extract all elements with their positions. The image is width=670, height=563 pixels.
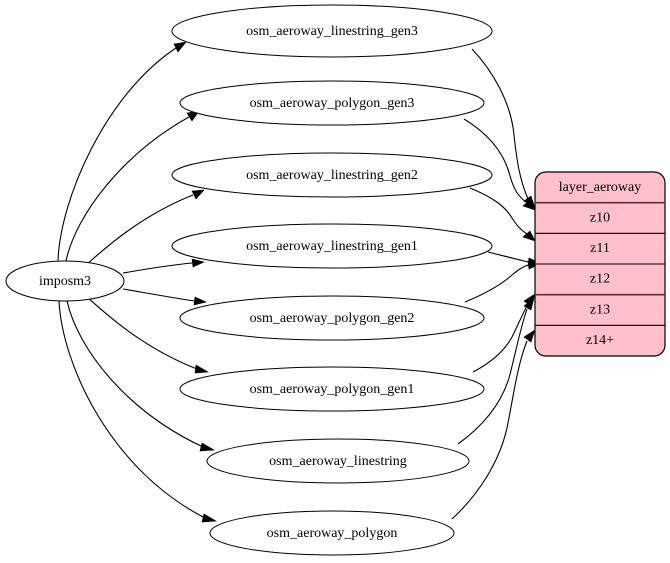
- edge-imposm3-to-linestring-gen3: [57, 41, 187, 262]
- edge-linestring-gen2-to-z11: [469, 187, 536, 242]
- node-ellipse-shape[interactable]: [179, 80, 485, 126]
- edge-group-source-to-nodes: [57, 41, 217, 523]
- edge-imposm3-to-linestring-gen1: [122, 258, 205, 274]
- node-label-linestring-gen1: osm_aeroway_linestring_gen1: [246, 239, 418, 254]
- node-label-polygon-gen1: osm_aeroway_polygon_gen1: [250, 382, 415, 397]
- edge-linestring-to-z13: [457, 297, 535, 445]
- node-label-polygon: osm_aeroway_polygon: [267, 526, 398, 541]
- table-row-z12-label[interactable]: z12: [590, 272, 610, 287]
- node-osm-aeroway-linestring-gen3[interactable]: osm_aeroway_linestring_gen3: [171, 4, 493, 58]
- node-osm-aeroway-polygon-gen2[interactable]: osm_aeroway_polygon_gen2: [179, 295, 485, 341]
- edge-group-nodes-to-table: [451, 48, 541, 520]
- node-label-polygon-gen3: osm_aeroway_polygon_gen3: [250, 96, 415, 111]
- edge-imposm3-to-polygon: [58, 300, 217, 523]
- edge-imposm3-to-polygon-gen1: [86, 296, 209, 374]
- node-imposm3-label: imposm3: [39, 274, 91, 289]
- node-label-polygon-gen2: osm_aeroway_polygon_gen2: [250, 311, 415, 326]
- node-ellipse-shape[interactable]: [171, 152, 493, 198]
- node-label-linestring: osm_aeroway_linestring: [269, 454, 407, 469]
- node-osm-aeroway-linestring-gen2[interactable]: osm_aeroway_linestring_gen2: [171, 152, 493, 198]
- edge-polygon-gen3-to-z10: [463, 118, 536, 211]
- node-osm-aeroway-polygon[interactable]: osm_aeroway_polygon: [209, 510, 455, 556]
- edge-imposm3-to-linestring-gen2: [85, 189, 205, 266]
- edge-imposm3-to-polygon-gen3: [65, 110, 200, 262]
- node-imposm3[interactable]: imposm3: [5, 260, 125, 302]
- edge-polygon-to-z14: [451, 329, 536, 520]
- node-imposm3-ellipse[interactable]: [5, 260, 125, 302]
- node-layer-aeroway-table[interactable]: layer_aeroway z10 z11 z12 z13 z14+: [534, 171, 666, 357]
- table-row-z13-label[interactable]: z13: [590, 303, 610, 318]
- node-label-linestring-gen2: osm_aeroway_linestring_gen2: [246, 168, 418, 183]
- node-ellipse-shape[interactable]: [171, 4, 493, 58]
- edge-imposm3-to-polygon-gen2: [122, 288, 207, 306]
- node-ellipse-shape[interactable]: [171, 223, 493, 269]
- edge-linestring-gen3-to-z10: [471, 48, 536, 209]
- table-row-z11-label[interactable]: z11: [590, 241, 610, 256]
- node-label-linestring-gen3: osm_aeroway_linestring_gen3: [246, 24, 418, 39]
- node-ellipse-shape[interactable]: [206, 438, 470, 484]
- edge-imposm3-to-linestring: [66, 300, 215, 452]
- node-ellipse-shape[interactable]: [209, 510, 455, 556]
- node-osm-aeroway-linestring-gen1[interactable]: osm_aeroway_linestring_gen1: [171, 223, 493, 269]
- node-ellipse-shape[interactable]: [179, 295, 485, 341]
- edge-polygon-gen2-to-z12: [464, 260, 541, 303]
- node-osm-aeroway-polygon-gen1[interactable]: osm_aeroway_polygon_gen1: [179, 366, 485, 412]
- table-header-label: layer_aeroway: [559, 180, 641, 195]
- table-row-z14-label[interactable]: z14+: [586, 333, 614, 348]
- node-osm-aeroway-linestring[interactable]: osm_aeroway_linestring: [206, 438, 470, 484]
- node-osm-aeroway-polygon-gen3[interactable]: osm_aeroway_polygon_gen3: [179, 80, 485, 126]
- node-ellipse-shape[interactable]: [179, 366, 485, 412]
- table-row-z10-label[interactable]: z10: [590, 211, 610, 226]
